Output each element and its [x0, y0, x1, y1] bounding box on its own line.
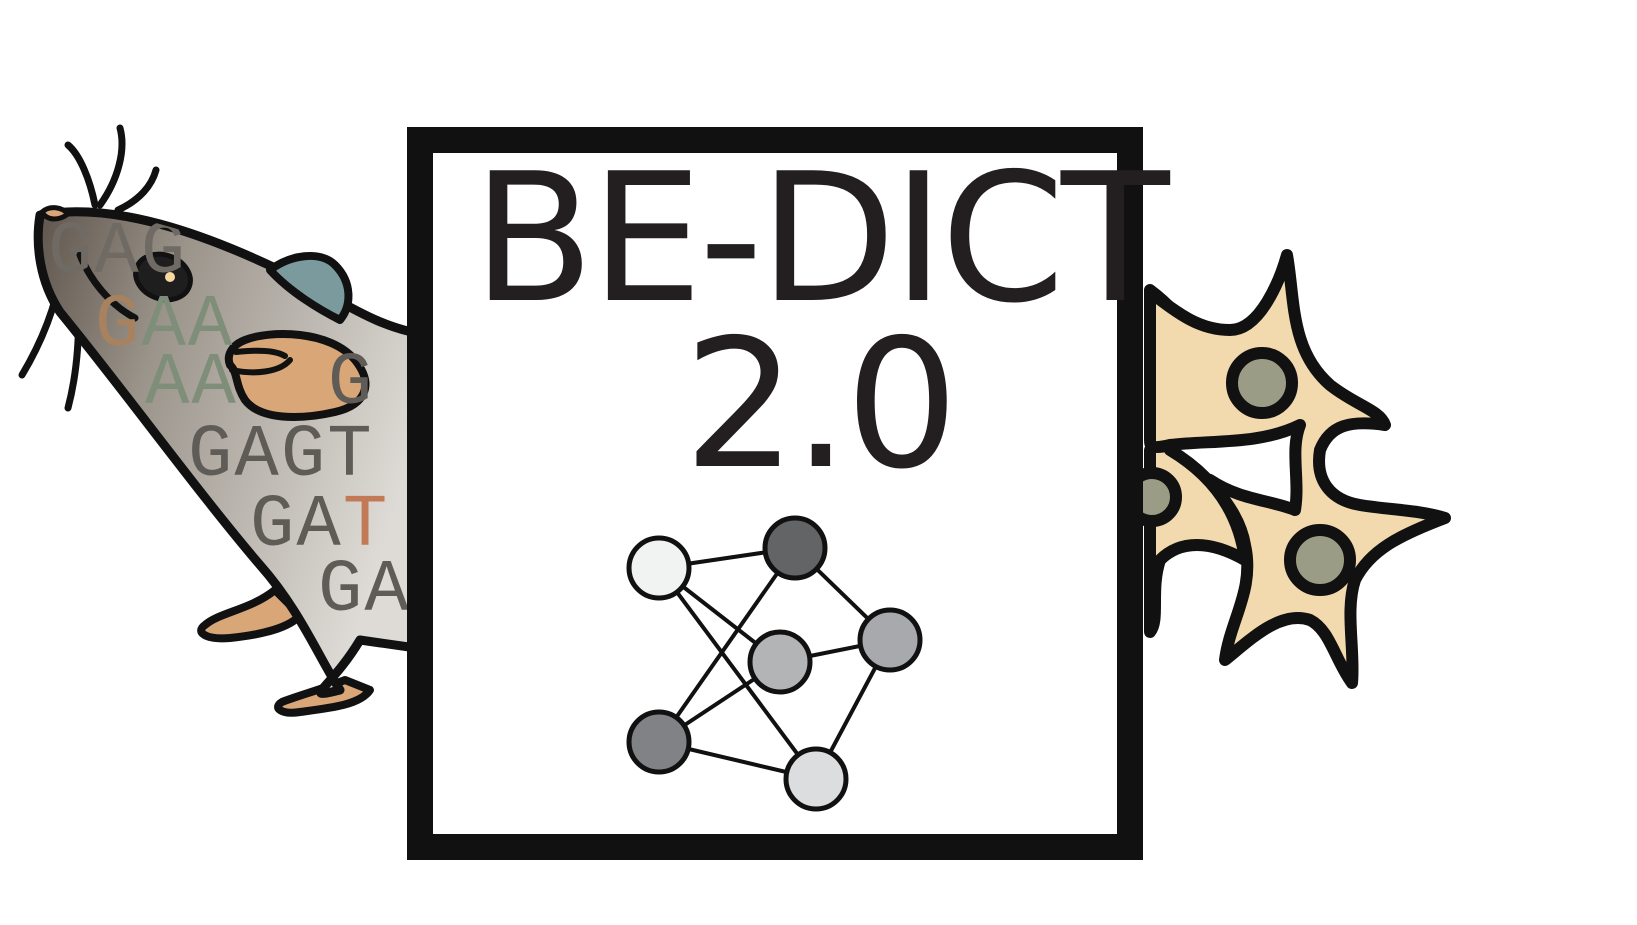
- mouse-paw: [224, 330, 370, 421]
- network-node: [626, 535, 692, 601]
- network-node: [783, 746, 849, 812]
- mouse-nose: [38, 205, 72, 222]
- sequence-line: GAGT: [188, 414, 374, 498]
- sequence-line: GAG: [48, 211, 187, 295]
- neural-network-icon: [626, 515, 923, 812]
- neuron-nucleus: [1284, 524, 1356, 596]
- neuron-cells-illustration: [1122, 249, 1451, 689]
- sequence-line: GAT: [250, 484, 389, 568]
- sequence-line: GAA: [95, 284, 234, 368]
- mouse-eye: [133, 251, 193, 303]
- network-node: [762, 515, 828, 581]
- network-node: [857, 607, 923, 673]
- neuron-cell: [1144, 249, 1451, 689]
- logo-frame: [407, 127, 1143, 860]
- logo-title: BE-DICT: [472, 135, 1169, 342]
- logo-version: 2.0: [683, 301, 958, 508]
- neuron-nucleus: [1226, 347, 1298, 419]
- mouse-ear: [266, 251, 353, 324]
- mouse-back-foot: [197, 586, 304, 643]
- logo-title-block: BE-DICT 2.0: [456, 150, 1182, 494]
- mouse-eye-highlight: [165, 272, 175, 282]
- network-node: [626, 709, 692, 775]
- network-node: [747, 629, 813, 695]
- sequence-line: GA: [318, 549, 411, 633]
